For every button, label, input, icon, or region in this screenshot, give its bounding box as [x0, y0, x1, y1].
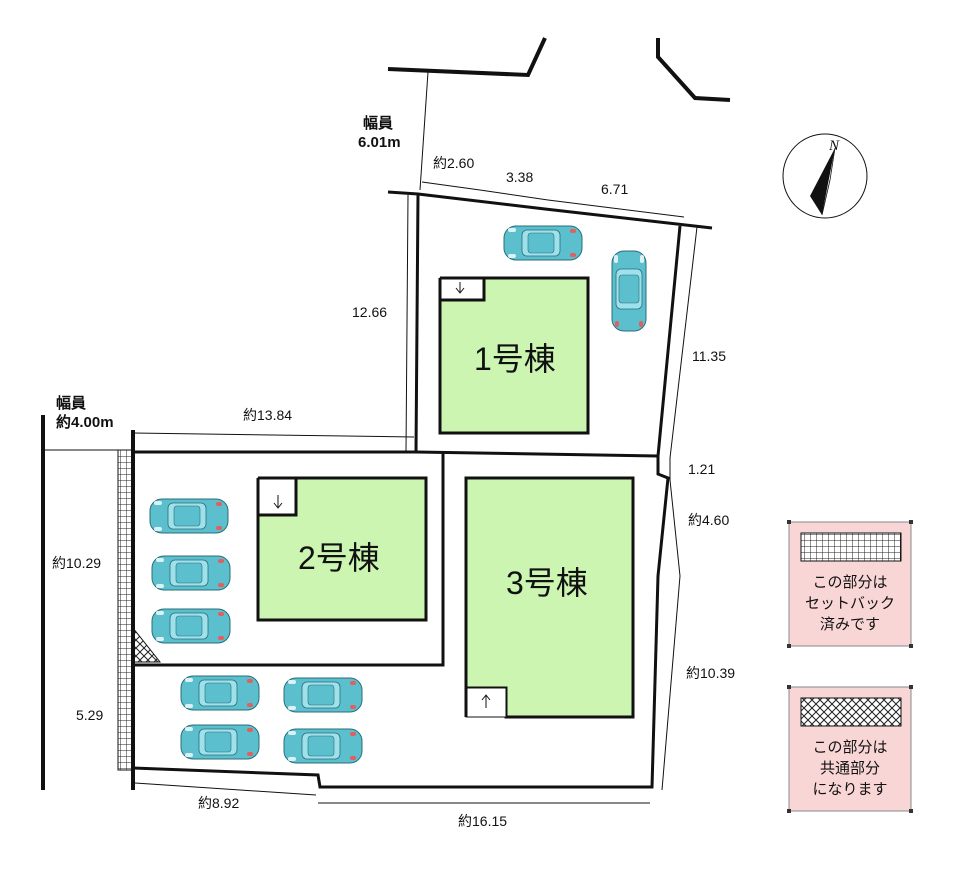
building-2 [256, 476, 428, 622]
car-icon [611, 250, 647, 332]
dim-west-b: 5.29 [76, 707, 103, 723]
dim-south-b: 約16.15 [458, 813, 507, 829]
dimension-lines [43, 71, 698, 804]
car-icon [283, 677, 363, 713]
west-road-label: 幅員 [56, 394, 86, 412]
legend-setback-line3: 済みです [820, 616, 880, 633]
car-icon [151, 608, 231, 644]
car-icon [151, 555, 231, 591]
dim-n1: 約2.60 [433, 155, 474, 171]
dim-mid-width: 約13.84 [243, 407, 292, 423]
building-2-label: 2号棟 [298, 540, 380, 576]
building-3 [464, 476, 635, 719]
dim-east-a: 1.21 [688, 461, 715, 477]
legend-shared [787, 685, 913, 813]
building-3-label: 3号棟 [506, 565, 588, 601]
lot-boundaries [131, 190, 713, 790]
dim-n3: 6.71 [601, 181, 628, 197]
dim-south-a: 約8.92 [198, 795, 239, 811]
dim-east-lot1: 11.35 [692, 348, 726, 364]
entrance-arrow-icon [273, 495, 283, 509]
dim-east-c: 約10.39 [686, 665, 735, 681]
legend-setback-line2: セットバック [805, 595, 895, 612]
dim-east-b: 約4.60 [688, 512, 729, 528]
compass [782, 133, 868, 219]
west-road-width: 約4.00m [56, 413, 114, 431]
legend-setback-line1: この部分は [812, 574, 887, 591]
building-1 [438, 276, 590, 435]
car-icon [149, 498, 229, 534]
building-1-label: 1号棟 [474, 341, 556, 377]
compass-letter: N [828, 138, 840, 154]
north-road [387, 37, 731, 102]
legend-shared-line3: になります [812, 781, 887, 798]
car-icon [503, 225, 583, 261]
car-icon [180, 724, 260, 760]
dim-west-a: 約10.29 [52, 555, 101, 571]
dim-west-lot1: 12.66 [352, 304, 387, 320]
legend-shared-line1: この部分は [812, 739, 887, 756]
dim-n2: 3.38 [506, 169, 533, 185]
north-road-width: 6.01m [358, 134, 401, 151]
north-road-label: 幅員 [363, 114, 393, 132]
setback-area [117, 449, 134, 771]
car-icon [283, 728, 363, 764]
entrance-arrow-icon [481, 694, 491, 708]
entrance-arrow-icon [455, 282, 465, 294]
legend-shared-line2: 共通部分 [820, 760, 880, 777]
car-icon [180, 675, 260, 711]
north-arrow-icon [810, 148, 835, 215]
legend-setback [787, 520, 913, 648]
